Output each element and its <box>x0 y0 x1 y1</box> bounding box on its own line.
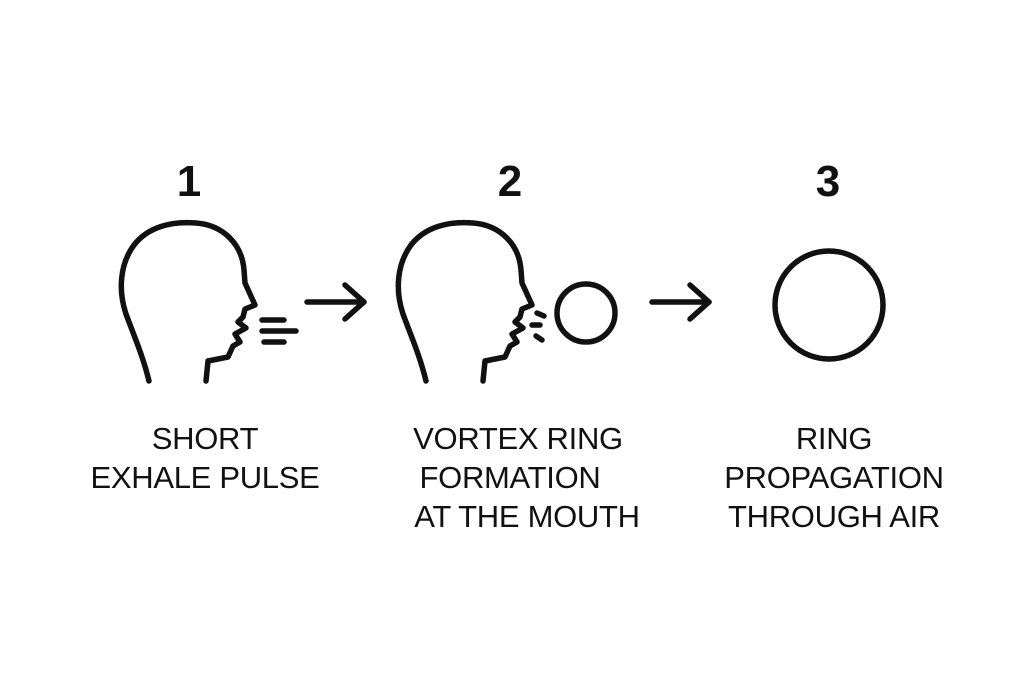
arrow-right-icon <box>649 282 712 322</box>
step-3-caption-line: THROUGH AIR <box>728 499 940 534</box>
vortex-ring-icon <box>554 281 618 345</box>
step-1-caption-line: SHORT <box>151 421 259 456</box>
step-2-number: 2 <box>497 157 523 206</box>
head-profile-icon <box>398 223 532 381</box>
step-2-caption: VORTEX RING FORMATION AT THE MOUTH <box>358 419 678 536</box>
exhale-lines-icon <box>259 317 299 345</box>
head-profile-icon <box>121 223 255 381</box>
step-1-caption: SHORT EXHALE PULSE <box>45 419 365 497</box>
step-3-caption-line: PROPAGATION <box>724 460 944 495</box>
arrow-right-icon <box>304 282 367 322</box>
step-2-icons <box>398 223 618 381</box>
step-2-caption-line: AT THE MOUTH <box>414 499 640 534</box>
step-3-caption-line: RING <box>795 421 873 456</box>
step-3-number: 3 <box>815 157 841 206</box>
step-3-caption: RING PROPAGATION THROUGH AIR <box>674 419 994 536</box>
step-2-caption-line: VORTEX RING <box>413 421 623 456</box>
step-3-icons <box>772 248 886 362</box>
step-1-number: 1 <box>176 157 202 206</box>
step-2-caption-line: FORMATION <box>419 460 601 495</box>
vortex-ring-icon <box>772 248 886 362</box>
step-1-caption-line: EXHALE PULSE <box>90 460 320 495</box>
step-1-icons <box>121 223 299 381</box>
air-puff-icon <box>529 310 547 343</box>
